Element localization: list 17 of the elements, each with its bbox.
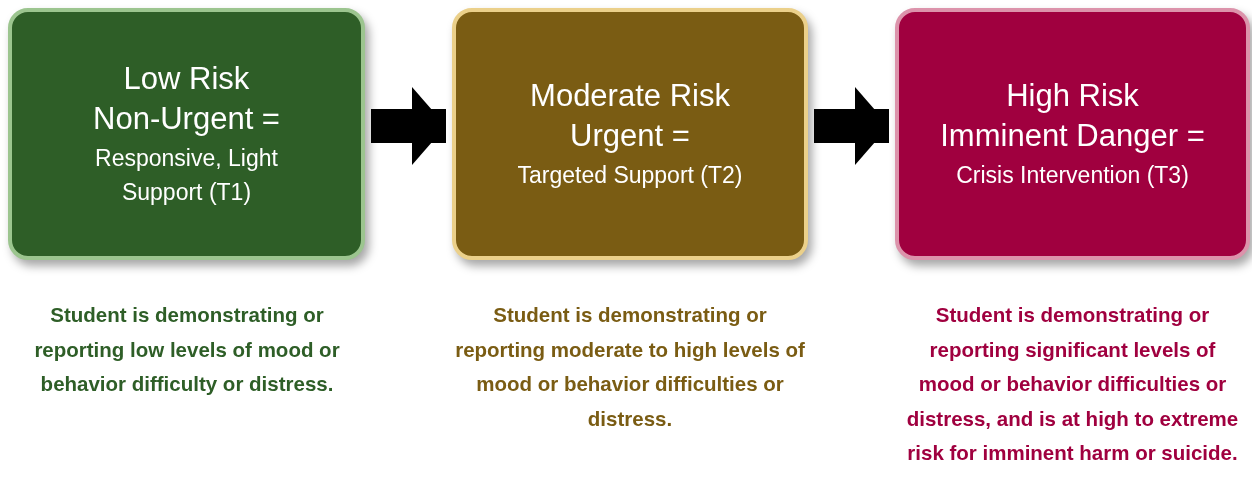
risk-description: Student is demonstrating or reporting moderate to high levels of mood or behavior difficulties or distress. bbox=[454, 302, 806, 432]
risk-heading: Moderate Risk bbox=[530, 77, 730, 115]
support-label: Responsive, Light Support (T1) bbox=[94, 144, 279, 207]
risk-description: Student is demonstrating or reporting significant levels of mood or behavior difficulties or distress, and is at high to extreme risk for imminent harm or suicide. bbox=[905, 302, 1240, 466]
risk-heading: Imminent Danger = bbox=[940, 117, 1205, 155]
risk-heading: Non-Urgent = bbox=[93, 100, 280, 138]
risk-heading: Urgent = bbox=[570, 117, 690, 155]
risk-box bbox=[895, 8, 1250, 260]
risk-heading: High Risk bbox=[1006, 77, 1139, 115]
risk-box bbox=[8, 8, 365, 260]
support-label: Crisis Intervention (T3) bbox=[956, 161, 1189, 190]
risk-heading: Low Risk bbox=[123, 60, 250, 98]
risk-box bbox=[452, 8, 808, 260]
risk-description: Student is demonstrating or reporting low levels of mood or behavior difficulty or distress. bbox=[33, 302, 341, 397]
block-arrow bbox=[371, 87, 446, 165]
support-label: Targeted Support (T2) bbox=[517, 161, 743, 190]
block-arrow bbox=[814, 87, 889, 165]
